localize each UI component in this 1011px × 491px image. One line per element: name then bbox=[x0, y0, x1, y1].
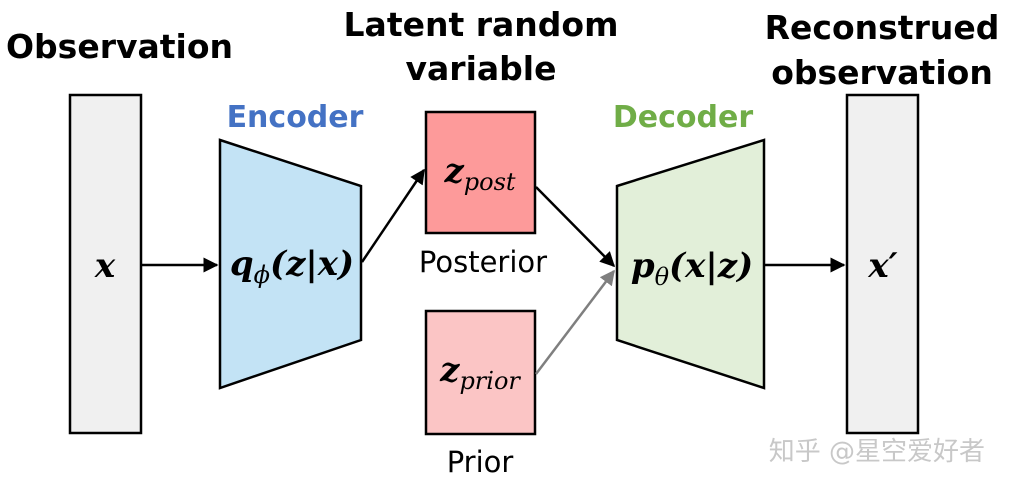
decoder-formula: pθ(x|z) bbox=[631, 246, 753, 291]
z-posterior-symbol: zpost bbox=[443, 151, 515, 196]
latent-heading-line1: Latent random bbox=[344, 5, 619, 44]
prior-caption: Prior bbox=[447, 445, 514, 479]
encoder-to-posterior-arrow bbox=[360, 168, 426, 263]
decoder-shape bbox=[615, 138, 766, 390]
decoder-label: Decoder bbox=[613, 100, 753, 135]
encoder-formula: qϕ(z|x) bbox=[230, 244, 354, 289]
observation-symbol: x bbox=[94, 246, 116, 286]
posterior-latent-box bbox=[424, 110, 537, 235]
reconstructed-box bbox=[845, 93, 920, 435]
posterior-caption: Posterior bbox=[419, 245, 547, 279]
observation-box bbox=[68, 93, 143, 435]
latent-heading-line2: variable bbox=[406, 49, 557, 88]
reconstructed-symbol: x′ bbox=[867, 246, 897, 286]
watermark-text: 知乎 @星空爱好者 bbox=[769, 437, 985, 467]
observation-heading: Observation bbox=[6, 27, 233, 66]
z-prior-symbol: zprior bbox=[439, 350, 521, 395]
reconstructed-heading-line1: Reconstrued bbox=[765, 8, 1000, 47]
reconstructed-heading-line2: observation bbox=[771, 53, 993, 92]
posterior-to-decoder-arrow bbox=[535, 186, 616, 268]
encoder-shape bbox=[218, 138, 363, 390]
encoder-label: Encoder bbox=[227, 100, 364, 135]
prior-to-decoder-arrow bbox=[535, 269, 615, 375]
prior-latent-box bbox=[424, 309, 537, 436]
